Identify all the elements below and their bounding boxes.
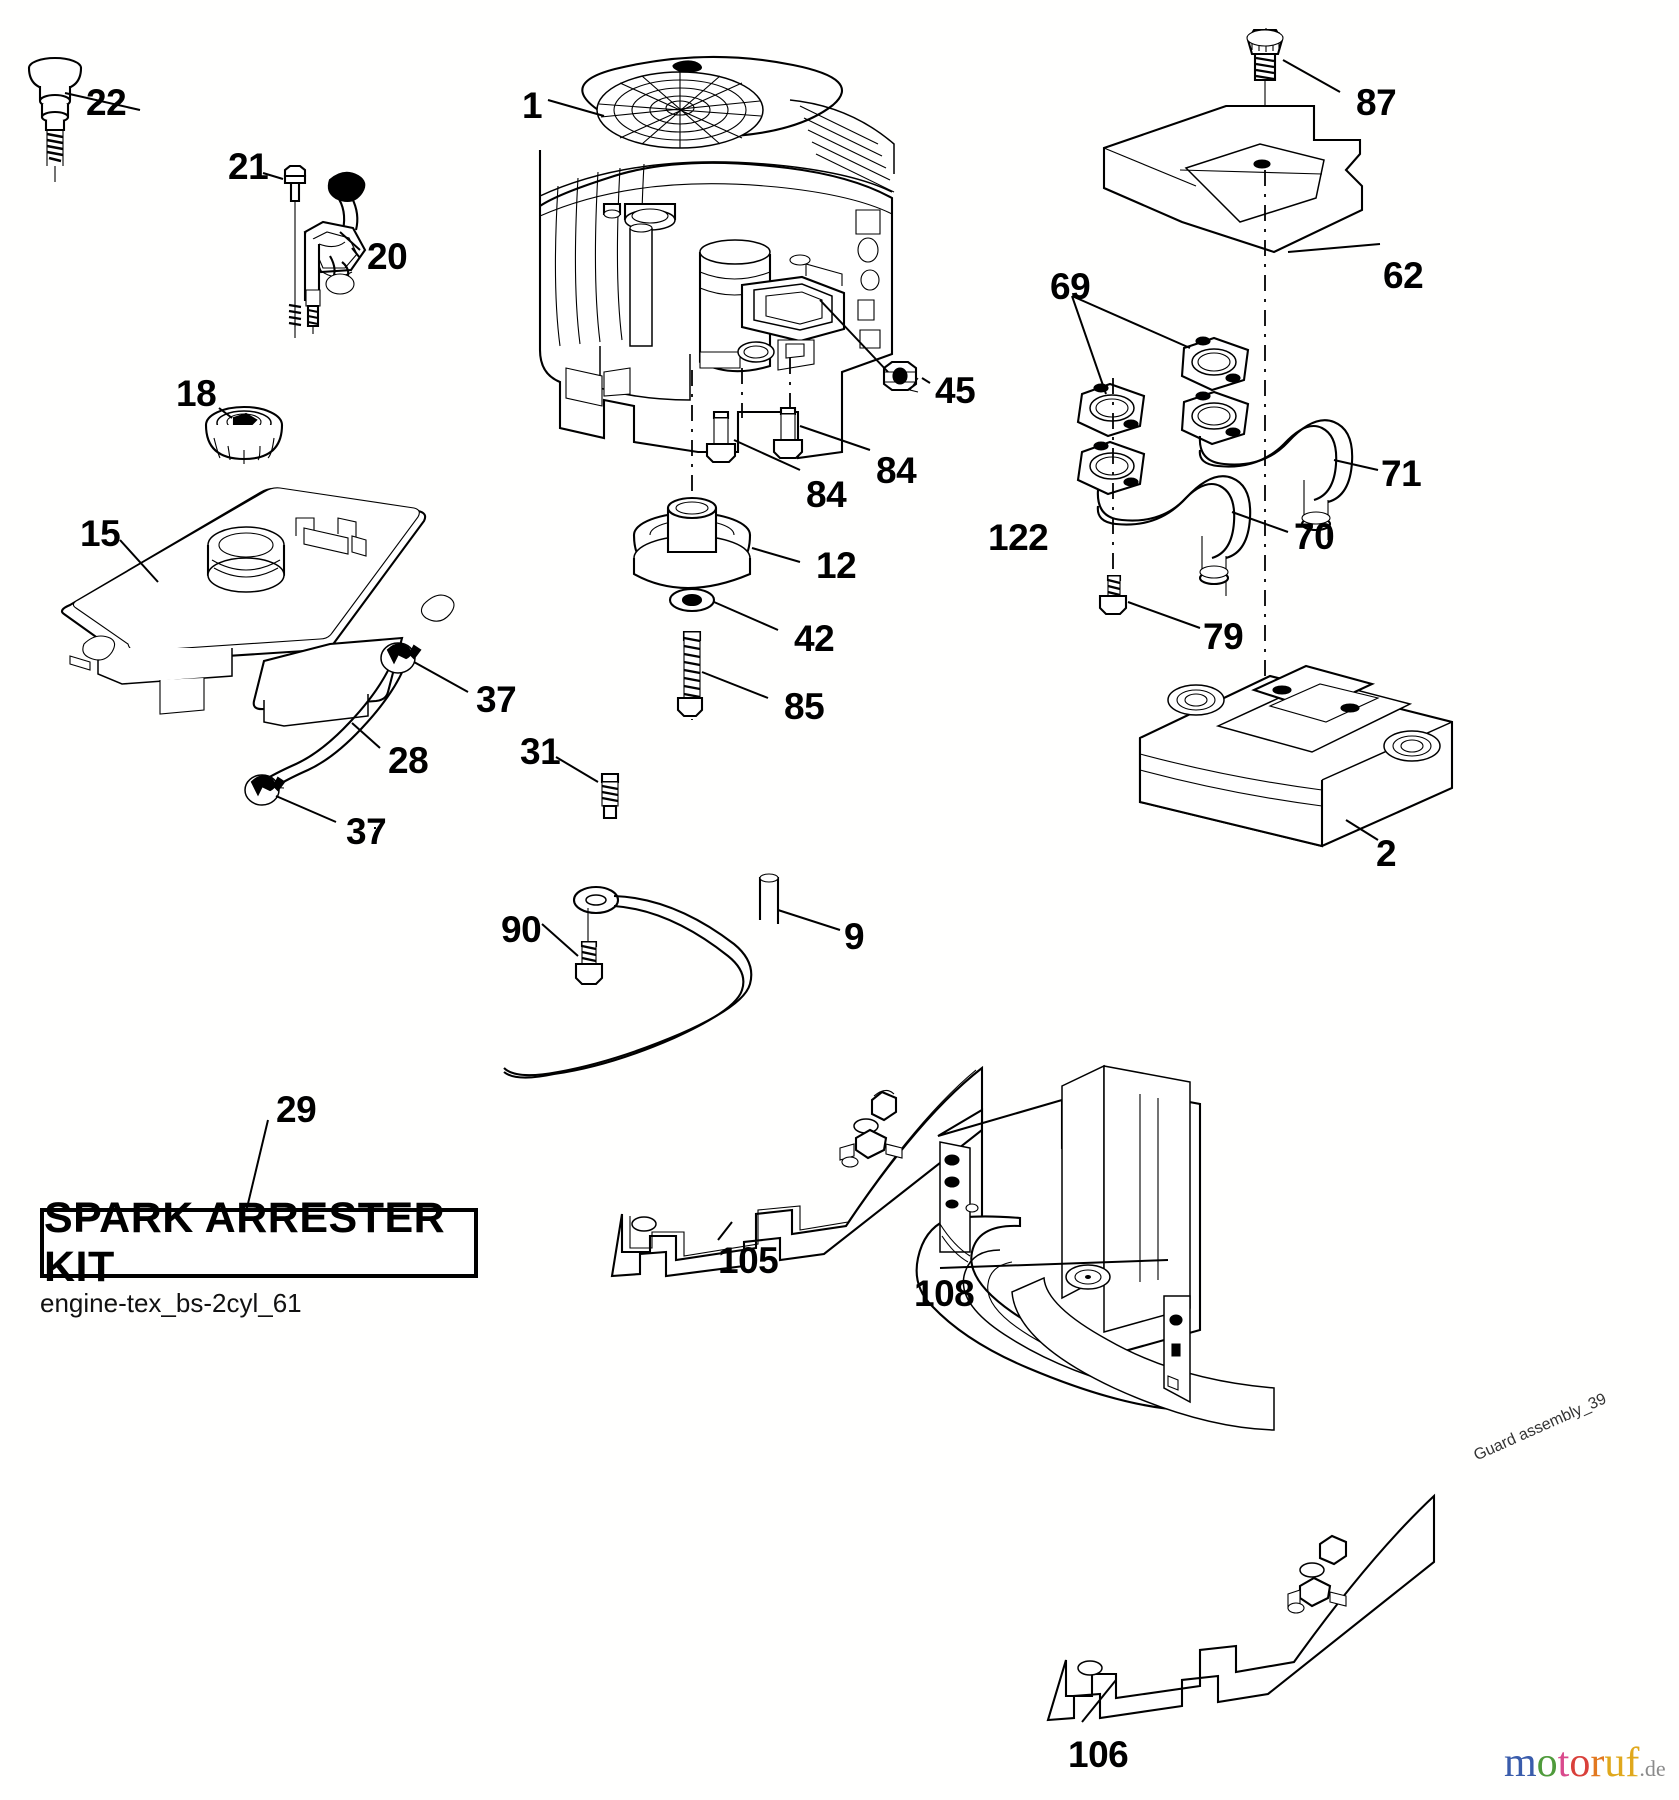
part-15-fuel-tank	[60, 487, 455, 727]
callout-122: 122	[988, 517, 1049, 558]
part-28-fuel-line	[244, 642, 469, 829]
callout-37-b: 37	[346, 811, 387, 852]
callout-62: 62	[1383, 255, 1424, 296]
callout-20: 20	[367, 236, 408, 277]
wm-tld: .de	[1639, 1756, 1666, 1781]
spark-arrester-kit-label: SPARK ARRESTER KIT	[44, 1194, 446, 1291]
leader-29	[245, 1119, 269, 1213]
wm-letter-r: r	[1590, 1740, 1605, 1786]
part-79-muffler-bolt	[1098, 574, 1201, 629]
wm-letter-o1: o	[1536, 1740, 1558, 1786]
diagram-file-caption: engine-tex_bs-2cyl_61	[40, 1288, 302, 1318]
part-20-throttle-bracket	[303, 171, 367, 334]
callout-45: 45	[935, 370, 976, 411]
callout-71: 71	[1381, 453, 1422, 494]
part-12-pulley	[632, 496, 801, 590]
part-62-heat-shield	[1102, 104, 1381, 254]
callout-37-a: 37	[476, 679, 517, 720]
part-31-fuel-filter	[555, 756, 620, 820]
motoruf-watermark: motoruf.de	[1504, 1742, 1666, 1784]
callout-31: 31	[520, 731, 561, 772]
spark-arrester-kit-box: SPARK ARRESTER KIT	[40, 1194, 478, 1291]
part-9-bracket-rod	[503, 873, 841, 1079]
callout-21: 21	[228, 146, 269, 187]
wm-letter-t: t	[1557, 1740, 1570, 1786]
callout-106: 106	[1068, 1734, 1129, 1775]
part-37-clamp-upper	[380, 642, 469, 693]
part-71-exhaust-pipe-upper	[1198, 419, 1379, 540]
part-85-long-bolt	[676, 630, 769, 718]
part-84-bolts	[705, 406, 871, 471]
callout-85: 85	[784, 686, 825, 727]
part-18-fuel-cap	[204, 405, 284, 464]
wm-letter-m: m	[1504, 1740, 1537, 1786]
wm-letter-f: f	[1625, 1740, 1640, 1786]
leader-28	[351, 722, 381, 749]
part-87-screw	[1246, 28, 1341, 170]
callout-22: 22	[86, 82, 127, 123]
part-1-engine-assembly	[538, 55, 895, 460]
wm-letter-u: u	[1604, 1740, 1626, 1786]
callout-79: 79	[1203, 616, 1244, 657]
callout-70: 70	[1294, 516, 1335, 557]
callout-90: 90	[501, 909, 542, 950]
part-42-washer	[668, 587, 779, 631]
callout-1: 1	[522, 85, 543, 126]
callout-2: 2	[1376, 833, 1397, 874]
callout-15: 15	[80, 513, 121, 554]
wm-letter-o2: o	[1569, 1740, 1591, 1786]
callout-18: 18	[176, 373, 217, 414]
callout-84-a: 84	[806, 474, 847, 515]
callout-87: 87	[1356, 82, 1397, 123]
part-45-nut	[819, 299, 931, 393]
callout-29: 29	[276, 1089, 317, 1130]
callout-28: 28	[388, 740, 429, 781]
part-22-knob-screw	[27, 56, 141, 182]
callout-42: 42	[794, 618, 835, 659]
part-21-bolt	[262, 164, 307, 338]
part-37-clamp-lower	[244, 774, 337, 823]
part-70-exhaust-pipe-lower	[1096, 475, 1289, 596]
part-105-heat-shield-left	[610, 1065, 984, 1278]
callout-12: 12	[816, 545, 857, 586]
callout-84-b: 84	[876, 450, 917, 491]
part-108-blower-housing-guard	[915, 1064, 1275, 1431]
part-106-heat-shield-right	[1046, 1493, 1436, 1723]
part-2-muffler	[1138, 664, 1454, 848]
callout-105: 105	[718, 1240, 779, 1281]
callout-69: 69	[1050, 266, 1091, 307]
part-69-exhaust-gaskets	[1071, 295, 1250, 496]
callout-9: 9	[844, 916, 865, 957]
callout-108: 108	[914, 1273, 975, 1314]
